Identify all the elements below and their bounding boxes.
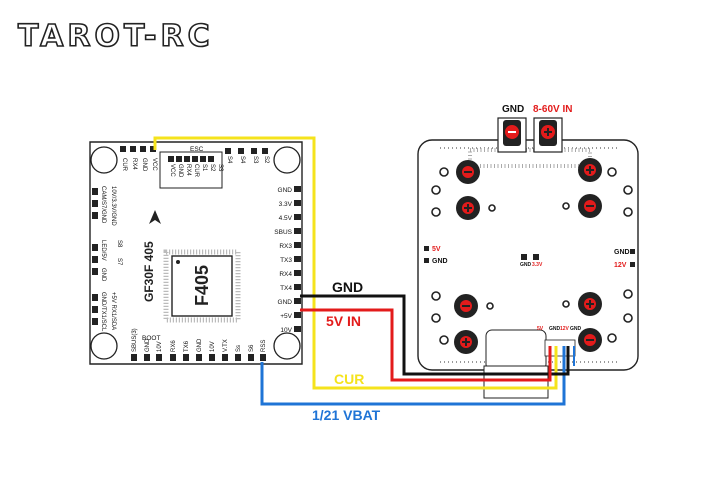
fc-pin-top: GND — [141, 158, 147, 172]
fc-pin-left: LED/5V — [100, 240, 106, 261]
wire-5v-label: 5V IN — [326, 313, 361, 329]
wire-vbat-label: 1/21 VBAT — [312, 407, 381, 423]
fc-pin-bottom: Ss — [236, 345, 242, 352]
pad-5v — [424, 246, 429, 251]
fc-pin-left: CAM/S7/GND — [100, 186, 106, 224]
fc-pin-top: VCC — [169, 164, 175, 177]
motor-pads — [454, 158, 602, 354]
conn-gnd2-label: GND — [570, 326, 582, 332]
fc-pin-top: CUR — [121, 158, 127, 172]
fc-pin-bottom: GND — [145, 338, 151, 352]
power-board: GND 8-60V IN 5V GND GND 12V — [417, 104, 639, 399]
fc-pin-bottom: 10V — [157, 341, 163, 352]
fc-pin-top: RX4 — [131, 158, 137, 170]
wire-gnd — [300, 294, 570, 376]
fc-mount-hole — [90, 146, 118, 174]
fc-pin-top: S3 — [217, 164, 223, 172]
fc-pin-left: S7 — [116, 258, 122, 266]
conn-12v-label: 12V — [560, 326, 570, 332]
pdb-connector-plug — [483, 365, 549, 399]
minus-sign — [508, 131, 516, 133]
fc-pin-right: SBUS — [274, 229, 292, 236]
fc-pin-bottom: SBUS(3) — [132, 328, 138, 352]
fc-pin-top: GND — [177, 164, 183, 178]
fc-pin-top: S1 — [201, 164, 207, 172]
fc-right-pads — [294, 186, 301, 332]
pad-gnd-left — [424, 258, 429, 263]
mcu-chip — [163, 249, 241, 323]
mid-33v-label: 3.3V — [532, 262, 543, 268]
brand-logo: TAROT-RC — [18, 19, 214, 54]
fc-pin-left: GND/TX1/SCL — [100, 292, 106, 332]
fc-pin-right: +5V — [280, 313, 292, 320]
fc-pin-top: CUR — [193, 164, 199, 178]
fc-left-pads — [92, 188, 98, 325]
mid-gnd-label: GND — [520, 262, 532, 268]
fc-pin-top: S2 — [263, 156, 269, 164]
input-voltage-label: 8-60V IN — [533, 104, 572, 115]
out-5v-label: 5V — [432, 246, 441, 253]
conn-gnd-label: GND — [549, 326, 561, 332]
fc-pin-right: 3.3V — [279, 201, 293, 208]
out-12v-label: 12V — [614, 262, 627, 269]
fc-pin-left: GND — [100, 268, 106, 282]
esc-label: ESC — [190, 146, 204, 153]
fc-pin-top: S2 — [209, 164, 215, 172]
fc-pin-right: 4.5V — [279, 215, 293, 222]
pad-mid-gnd — [521, 254, 527, 260]
fc-pin-left: +5V RX1/SDA — [110, 292, 116, 330]
fc-pin-right: TX3 — [280, 257, 292, 264]
pad-mid-33v — [533, 254, 539, 260]
fc-top-pads — [120, 146, 268, 162]
fc-pin-bottom: TX6 — [184, 340, 190, 352]
fc-pin-bottom: 10V — [210, 341, 216, 352]
esc-connector — [159, 151, 223, 189]
fc-pin-right: 10V — [280, 327, 292, 334]
out-gnd-right-label: GND — [614, 249, 630, 256]
fc-bottom-pads — [131, 354, 266, 361]
fc-pin-top: RX4 — [185, 164, 191, 176]
pcb-dots — [468, 148, 592, 168]
wire-cur-label: CUR — [334, 371, 364, 387]
flight-controller-board: CUR RX4 GND VCC VCC GND RX4 CUR S1 S2 S3… — [89, 141, 303, 365]
fc-pin-right: RX3 — [279, 243, 292, 250]
fc-pin-left: S8 — [116, 240, 122, 248]
fc-pin-bottom: GND — [197, 338, 203, 352]
fc-pin-left: 10V/3.3V/GND — [110, 186, 116, 226]
wire-gnd-label: GND — [332, 279, 363, 295]
fc-pin-right: GND — [278, 187, 293, 194]
fc-pin-bottom: S6 — [249, 344, 255, 352]
fc-pin-right: TX4 — [280, 285, 292, 292]
fc-pin-right: GND — [278, 299, 293, 306]
fc-pin-top: S4 — [226, 156, 232, 164]
fc-pin-top: S4 — [239, 156, 245, 164]
pad-gnd-right — [630, 249, 635, 254]
fc-pin-right: RX4 — [279, 271, 292, 278]
pdb-connector-body — [485, 329, 547, 371]
fc-pin-top: S3 — [252, 156, 258, 164]
orientation-arrow-icon — [149, 210, 161, 224]
fc-mount-hole — [273, 146, 301, 174]
fc-model-label: GF30F 405 — [142, 241, 156, 302]
input-gnd-label: GND — [502, 104, 524, 115]
fc-pin-bottom: RX6 — [171, 340, 177, 352]
fc-mount-hole — [90, 332, 118, 360]
wire-5v — [300, 308, 552, 382]
fc-pin-top: VCC — [151, 158, 157, 171]
fc-mount-hole — [273, 332, 301, 360]
wire-cur — [153, 136, 558, 390]
conn-5v-label: 5V — [537, 326, 544, 332]
boot-label: BOOT — [142, 335, 160, 342]
fc-pin-bottom: RSS — [261, 340, 267, 352]
pad-12v — [630, 262, 635, 267]
mcu-label: F405 — [192, 265, 212, 306]
out-gnd-left-label: GND — [432, 258, 448, 265]
fc-pin-bottom: V.TX — [223, 339, 229, 352]
pdb-vias — [431, 167, 633, 345]
